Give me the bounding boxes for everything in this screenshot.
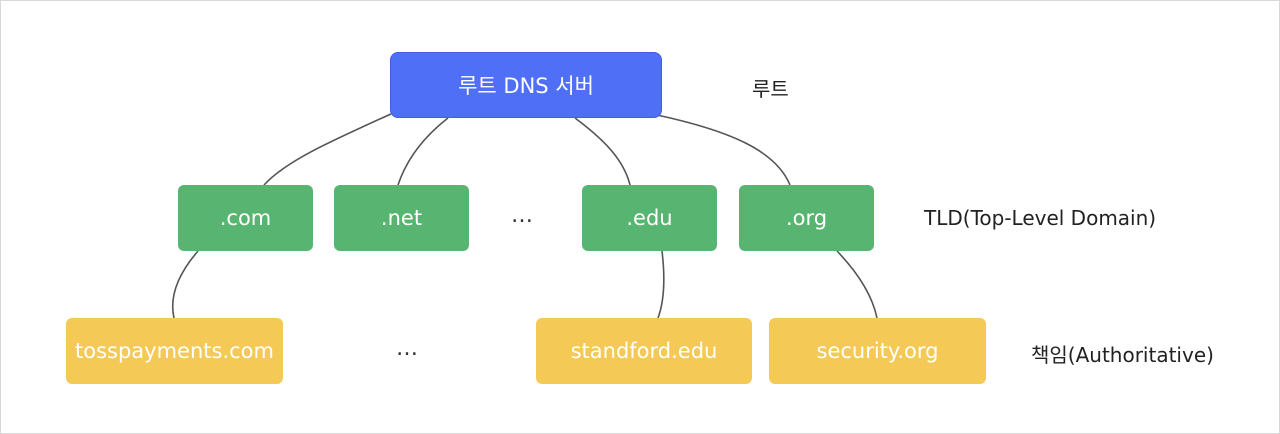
level-label-authoritative: 책임(Authoritative) <box>1031 343 1214 367</box>
authoritative-node-tosspayments: tosspayments.com <box>66 318 283 384</box>
root-dns-server-node: 루트 DNS 서버 <box>390 52 662 118</box>
tld-node-net: .net <box>334 185 469 251</box>
link-root-org <box>656 114 791 186</box>
link-root-edu <box>574 117 631 186</box>
tld-ellipsis: … <box>511 203 534 228</box>
level-label-tld: TLD(Top-Level Domain) <box>924 206 1157 230</box>
authoritative-node-security: security.org <box>769 318 986 384</box>
authoritative-node-standford: standford.edu <box>536 318 752 384</box>
tld-node-com: .com <box>178 185 313 251</box>
level-label-root: 루트 <box>752 77 789 101</box>
link-edu-standford <box>657 250 665 319</box>
tld-node-org: .org <box>739 185 874 251</box>
link-com-tosspayments <box>172 250 199 319</box>
link-org-security <box>836 250 878 319</box>
authoritative-ellipsis: … <box>396 336 419 361</box>
link-root-net <box>397 117 449 186</box>
tld-node-edu: .edu <box>582 185 717 251</box>
link-root-com <box>263 113 392 186</box>
